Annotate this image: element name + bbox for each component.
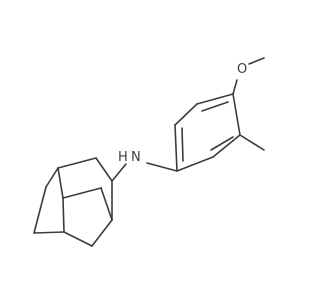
bond (174, 124, 178, 172)
bond (45, 167, 59, 188)
bond (196, 93, 234, 105)
atom-oxygen: O (237, 62, 247, 77)
structure-svg: N H O (33, 57, 265, 247)
bond (62, 197, 65, 233)
benzene-ring (174, 93, 241, 172)
bond (95, 157, 113, 182)
double-bond (201, 101, 229, 112)
bond-c-o (232, 79, 238, 95)
bond (62, 187, 102, 199)
bond (232, 93, 241, 136)
bond (91, 219, 113, 247)
bond (57, 157, 97, 169)
bond (57, 167, 64, 199)
atom-nitrogen: N (131, 150, 141, 165)
bond (174, 103, 198, 126)
bond (63, 231, 93, 247)
bond (33, 186, 47, 234)
atom-hydrogen: H (118, 150, 128, 165)
bond-o-ch3 (248, 57, 265, 65)
bond-methyl (239, 134, 265, 151)
bond (100, 187, 113, 221)
bond-c-n (111, 163, 127, 182)
molecule-diagram: N H O (33, 57, 265, 247)
double-bond (181, 127, 184, 162)
adamantane-cage (33, 157, 113, 247)
bond (176, 156, 214, 172)
bond-n-ch2 (146, 162, 178, 172)
bond (212, 134, 241, 158)
bond (33, 231, 65, 234)
double-bond (210, 136, 234, 151)
